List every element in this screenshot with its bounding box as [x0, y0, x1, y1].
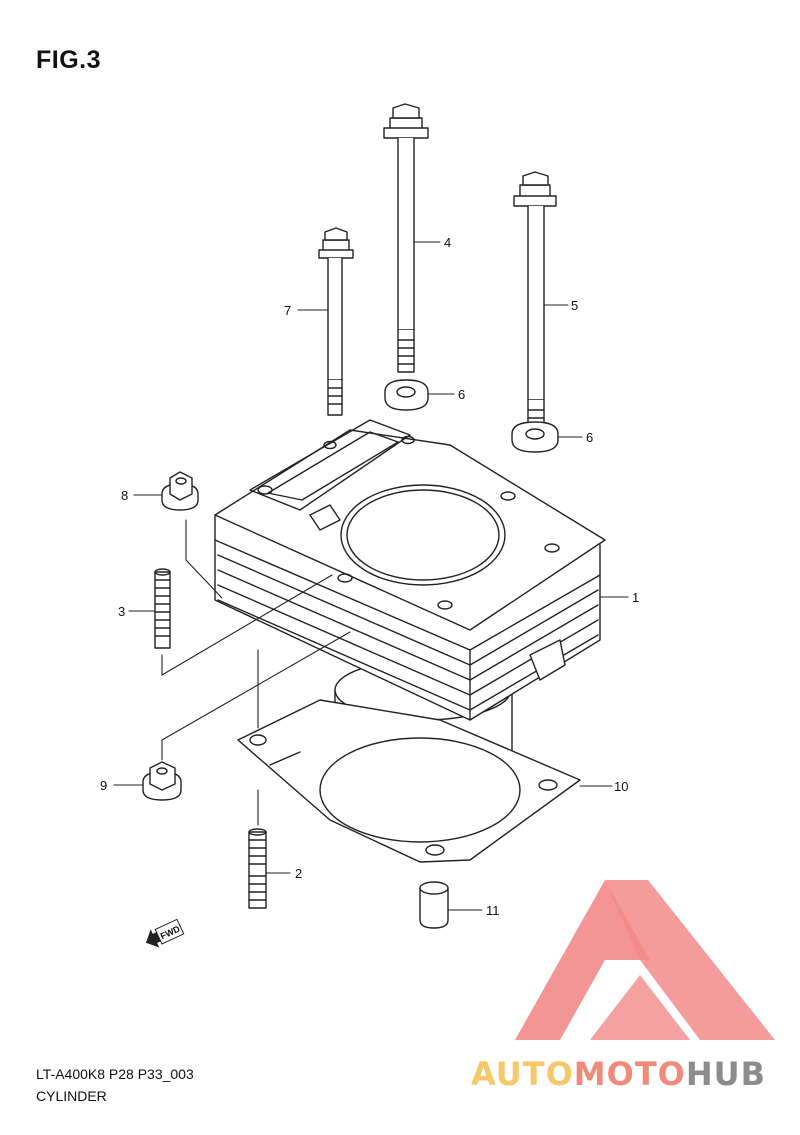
stud-short-part: [154, 568, 171, 649]
figure-title: FIG.3: [36, 46, 102, 74]
leader-lines: [113, 241, 629, 911]
fwd-arrow-icon: FWD: [145, 918, 185, 948]
callout-8: 8: [121, 488, 128, 503]
stud-long-part: [248, 828, 267, 909]
callout-6-lower: 6: [586, 430, 593, 445]
cylinder-bolt-long-part: [383, 103, 429, 373]
logo-word-moto: MOTO: [574, 1055, 686, 1093]
automotohub-logo-icon: [515, 880, 775, 1040]
nut-upper-part: [161, 471, 199, 511]
svg-text:AUTOMOTOHUB: AUTOMOTOHUB: [471, 1055, 766, 1093]
washer-upper-part: [384, 379, 429, 411]
callout-5: 5: [571, 298, 578, 313]
base-gasket-part: [237, 699, 581, 863]
callout-7: 7: [284, 303, 291, 318]
callout-labels: 4 5 6 6 7 8 3 1 9 10 2 11: [100, 235, 639, 918]
callout-10: 10: [614, 779, 628, 794]
cylinder-bolt-long-2-part: [513, 171, 557, 441]
callout-4: 4: [444, 235, 451, 250]
cylinder-bolt-short-part: [318, 227, 354, 416]
dowel-pin-part: [419, 881, 449, 929]
callout-2: 2: [295, 866, 302, 881]
nut-lower-part: [142, 761, 182, 801]
callout-11: 11: [486, 903, 500, 918]
automotohub-logo: AUTOMOTOHUB: [471, 880, 775, 1093]
callout-9: 9: [100, 778, 107, 793]
callout-3: 3: [118, 604, 125, 619]
washer-lower-part: [511, 421, 559, 453]
logo-word-auto: AUTO: [471, 1055, 574, 1093]
figure-name: CYLINDER: [36, 1088, 107, 1104]
figure-code: LT-A400K8 P28 P33_003: [36, 1066, 194, 1082]
callout-1: 1: [632, 590, 639, 605]
logo-word-hub: HUB: [686, 1055, 766, 1093]
callout-6-upper: 6: [458, 387, 465, 402]
